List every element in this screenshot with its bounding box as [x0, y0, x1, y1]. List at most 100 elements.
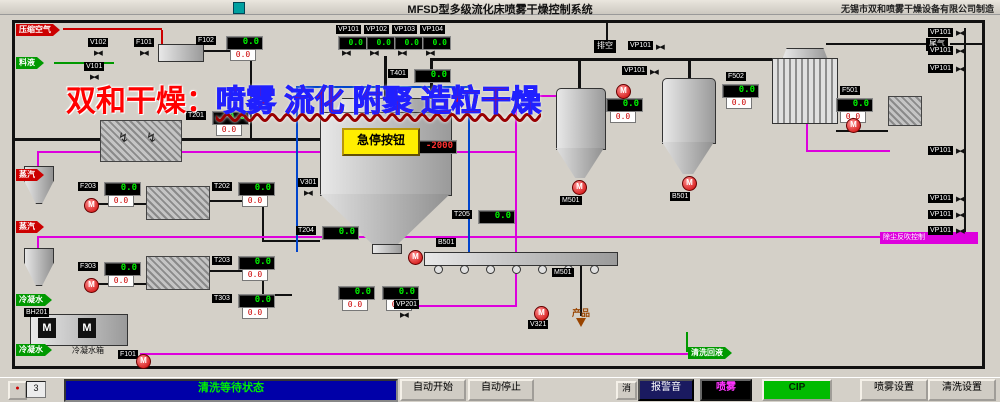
pump-icon[interactable]: M — [408, 250, 423, 265]
valve-icon[interactable]: ▶◀ — [304, 190, 313, 197]
display-vp102: 0.0 — [366, 36, 395, 50]
pipe — [468, 86, 470, 252]
tag-vp103: VP103 — [392, 25, 418, 34]
pipe — [202, 50, 252, 52]
blowback-control-button[interactable]: 除尘反吹控制 — [880, 232, 978, 244]
valve-icon[interactable]: ▶◀ — [398, 50, 407, 57]
page-number: 3 — [26, 381, 46, 398]
display-t202: 0.0 — [238, 182, 275, 196]
tag-t201: T201 — [186, 111, 206, 120]
vent-label: 排空 — [594, 40, 616, 53]
setpoint-f203: 0.0 — [108, 195, 134, 207]
setpoint-t201: 0.0 — [216, 124, 242, 136]
title-chip-icon — [233, 2, 245, 14]
valve-icon[interactable]: ▶◀ — [342, 50, 351, 57]
tag-t303: T303 — [212, 294, 232, 303]
valve-icon[interactable]: ▶◀ — [94, 50, 103, 57]
auto-stop-button[interactable]: 自动停止 — [468, 379, 534, 401]
mute-button[interactable]: 消 — [616, 381, 637, 400]
tag-m501: M501 — [560, 196, 582, 205]
valve-icon[interactable]: ▶◀ — [956, 48, 965, 55]
valve-icon[interactable]: ▶◀ — [656, 44, 665, 51]
conveyor-wheel — [486, 265, 495, 274]
tag-b501: B501 — [670, 192, 691, 201]
setpoint-t202: 0.0 — [242, 195, 268, 207]
page-title: MFSD型多级流化床喷雾干燥控制系统 — [407, 4, 593, 16]
pump-icon[interactable]: M — [84, 198, 99, 213]
tag-t401: T401 — [388, 69, 408, 78]
lightning-icon: ↯ — [118, 130, 129, 145]
pipe — [688, 61, 691, 78]
display-t303: 0.0 — [238, 294, 275, 308]
agitator-motor[interactable]: M — [78, 318, 96, 338]
valve-icon[interactable]: ▶◀ — [140, 50, 149, 57]
emergency-stop-button[interactable]: 急停按钮 — [342, 128, 420, 156]
hopper — [556, 88, 606, 150]
tag-vp101: VP101 — [928, 64, 954, 73]
flow-cip-return: 清洗回液 — [688, 347, 732, 359]
hopper-cone — [662, 142, 714, 174]
pipe — [516, 95, 558, 97]
valve-icon[interactable]: ▶◀ — [370, 50, 379, 57]
tag-t202: T202 — [212, 182, 232, 191]
pipe — [384, 56, 387, 98]
tag-f303: F303 — [78, 262, 98, 271]
product-arrow-icon — [576, 318, 586, 327]
tag-t205: T205 — [452, 210, 472, 219]
cip-button[interactable]: CIP — [762, 379, 832, 401]
pump-icon[interactable]: M — [84, 278, 99, 293]
pump-icon[interactable]: M — [534, 306, 549, 321]
tag-v101: V101 — [84, 62, 105, 71]
tag-vp102: VP102 — [364, 25, 390, 34]
valve-icon[interactable]: ▶◀ — [956, 148, 965, 155]
clean-settings-button[interactable]: 清洗设置 — [928, 379, 996, 401]
valve-icon[interactable]: ▶◀ — [956, 196, 965, 203]
product-label: 产品 — [572, 308, 591, 318]
tag-v301: V301 — [298, 178, 319, 187]
valve-icon[interactable]: ▶◀ — [956, 228, 965, 235]
valve-icon[interactable]: ▶◀ — [650, 69, 659, 76]
fluid-bed-conveyor — [424, 252, 618, 266]
tag-vp101: VP101 — [928, 210, 954, 219]
valve-icon[interactable]: ▶◀ — [956, 66, 965, 73]
auto-start-button[interactable]: 自动开始 — [400, 379, 466, 401]
record-button[interactable]: ● — [8, 381, 27, 400]
display-hopper: 0.0 — [606, 98, 643, 112]
pipe — [686, 332, 688, 352]
conveyor-wheel — [512, 265, 521, 274]
pipe — [140, 353, 690, 355]
valve-icon[interactable]: ▶◀ — [400, 312, 409, 319]
spray-settings-button[interactable]: 喷雾设置 — [860, 379, 928, 401]
setpoint-t203: 0.0 — [242, 269, 268, 281]
cyclone — [24, 248, 54, 286]
display-t204: 0.0 — [322, 226, 359, 240]
pipe — [262, 270, 264, 296]
pipe — [12, 20, 985, 23]
spray-button[interactable]: 喷雾 — [700, 379, 752, 401]
tag-bh201: BH201 — [24, 308, 50, 317]
pump-icon[interactable]: M — [616, 84, 631, 99]
display-t401: 0.0 — [414, 69, 451, 83]
valve-icon[interactable]: ▶◀ — [426, 50, 435, 57]
valve-icon[interactable]: ▶◀ — [90, 74, 99, 81]
valve-icon[interactable]: ▶◀ — [956, 212, 965, 219]
pipe — [12, 20, 15, 369]
tag-vp101: VP101 — [928, 226, 954, 235]
pump-icon[interactable]: M — [136, 354, 151, 369]
valve-icon[interactable]: ▶◀ — [956, 30, 965, 37]
display-bottom-2: 0.0 — [382, 286, 419, 300]
pipe — [12, 366, 985, 369]
display-f303: 0.0 — [104, 262, 141, 276]
pipe — [262, 200, 264, 242]
pump-icon[interactable]: M — [846, 118, 861, 133]
hopper-cone — [556, 148, 604, 178]
pipe — [161, 30, 163, 44]
pump-icon[interactable]: M — [682, 176, 697, 191]
tag-vp101: VP101 — [628, 41, 654, 50]
agitator-motor[interactable]: M — [38, 318, 56, 338]
pipe — [250, 52, 252, 140]
tag-vp104: VP104 — [420, 25, 446, 34]
pump-icon[interactable]: M — [572, 180, 587, 195]
pipe — [836, 130, 888, 132]
alarm-sound-button[interactable]: 报警音 — [638, 379, 694, 401]
